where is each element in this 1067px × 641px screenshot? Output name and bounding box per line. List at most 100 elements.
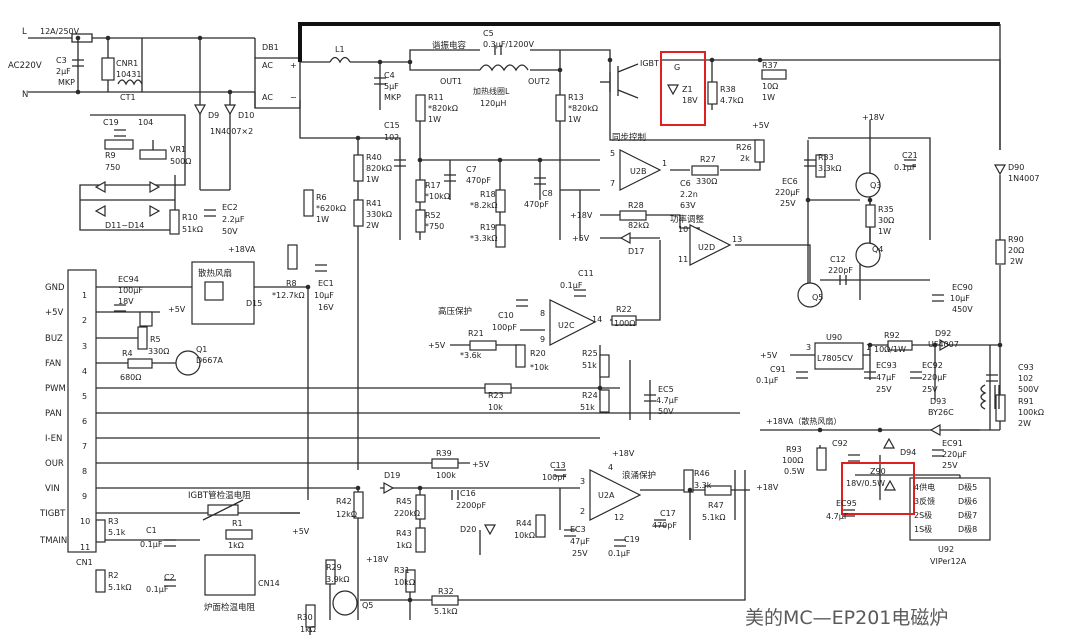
label-u2d-pin13: 13 xyxy=(732,235,742,244)
label-ec91: EC91 xyxy=(942,439,963,448)
label-r24-value: 51k xyxy=(580,403,595,412)
label-surge-18v: +18V xyxy=(612,449,635,458)
label-r92-value: 10Ω/1W xyxy=(874,345,906,354)
label-r41-power: 2W xyxy=(366,221,379,230)
label-r29-value: 3.9kΩ xyxy=(326,575,349,584)
label-psu-18va: +18VA（散热风扇） xyxy=(766,416,841,426)
label-r43: R43 xyxy=(396,529,412,538)
label-r31: R31 xyxy=(394,566,410,575)
label-r38: R38 xyxy=(720,85,736,94)
label-r25-value: 51k xyxy=(582,361,597,370)
fan-motor xyxy=(204,281,224,301)
label-ec1-value: 10μF xyxy=(314,291,334,300)
label-r93-value: 100Ω xyxy=(782,456,803,465)
label-ac220v: AC220V xyxy=(8,61,42,71)
label-l: L xyxy=(22,27,27,37)
label-vr1-value: 500Ω xyxy=(170,157,191,166)
label-r33-value: 3.3kΩ xyxy=(818,164,841,173)
pin-num-8: 8 xyxy=(82,467,87,476)
label-sync-control: 同步控制 xyxy=(612,132,646,143)
label-d10: D10 xyxy=(238,111,254,120)
label-driver-18v: +18V xyxy=(862,113,885,122)
components xyxy=(67,45,1007,628)
label-fan-18va: +18VA xyxy=(228,245,256,254)
label-u90: U90 xyxy=(826,333,842,342)
label-r93: R93 xyxy=(786,445,802,454)
label-r33: R33 xyxy=(818,153,834,162)
sync-labels: R11 *820kΩ 1W R13 *820kΩ 1W C15 102 R40 … xyxy=(366,93,770,243)
label-ec90-value: 10μF xyxy=(950,294,970,303)
label-surge-5v: +5V xyxy=(472,460,490,469)
label-r18: R18 xyxy=(480,190,496,199)
label-d93-value: BY26C xyxy=(928,408,954,417)
label-u92-pin7: D极7 xyxy=(958,510,977,520)
label-q5-driver: Q5 xyxy=(812,293,823,302)
label-fan-5v: +5V xyxy=(168,305,186,314)
label-r10-value: 51kΩ xyxy=(182,225,203,234)
label-c12-value: 220pF xyxy=(828,266,853,275)
label-fan: 散热风扇 xyxy=(198,268,232,279)
label-c15-value: 102 xyxy=(384,133,399,142)
label-ec2-value: 2.2μF xyxy=(222,215,245,224)
label-r28: R28 xyxy=(628,201,644,210)
mains-labels: L N AC220V 12A/250V C3 2μF MKP CNR1 1043… xyxy=(8,27,345,102)
label-c21-value: 0.1μF xyxy=(894,163,917,172)
label-r41: R41 xyxy=(366,199,382,208)
label-r43-value: 1kΩ xyxy=(396,541,412,550)
label-r35: R35 xyxy=(878,205,894,214)
label-r9: R9 xyxy=(105,151,116,160)
label-r24: R24 xyxy=(582,391,598,400)
label-r8: R8 xyxy=(286,279,297,288)
label-r3: R3 xyxy=(108,517,119,526)
label-r90: R90 xyxy=(1008,235,1024,244)
label-u2b-pin5: 5 xyxy=(610,149,615,158)
label-ec2-voltage: 50V xyxy=(222,227,238,236)
label-c10-value: 100pF xyxy=(492,323,517,332)
label-r35-power: 1W xyxy=(878,227,891,236)
label-sync-5v: +5V xyxy=(752,121,770,130)
label-c2: C2 xyxy=(164,573,175,582)
label-c4: C4 xyxy=(384,71,395,80)
label-q5: Q5 xyxy=(362,601,373,610)
label-r25: R25 xyxy=(582,349,598,358)
label-r1-value: 1kΩ xyxy=(228,541,244,550)
label-ec1-voltage: 16V xyxy=(318,303,334,312)
pin-label-tigbt: TIGBT xyxy=(39,509,66,519)
label-ec92-voltage: 25V xyxy=(922,385,938,394)
label-d90: D90 xyxy=(1008,163,1024,172)
label-r40: R40 xyxy=(366,153,382,162)
label-c13: C13 xyxy=(550,461,566,470)
pin-label-5v: +5V xyxy=(45,308,64,318)
label-u2c: U2C xyxy=(558,321,575,330)
label-pan-sensor: 炉面检温电阻 xyxy=(204,602,256,613)
label-z90: Z90 xyxy=(870,467,886,476)
pin-label-pwm: PWM xyxy=(45,384,66,394)
label-r28-value: 82kΩ xyxy=(628,221,649,230)
label-d94: D94 xyxy=(900,448,916,457)
pin-num-2: 2 xyxy=(82,316,87,325)
label-cn14: CN14 xyxy=(258,579,280,588)
label-ec2: EC2 xyxy=(222,203,238,212)
mid-labels: R6 *620kΩ 1W R8 *12.7kΩ EC1 10μF 16V R42… xyxy=(272,193,457,634)
label-ec90: EC90 xyxy=(952,283,973,292)
label-hv-5v: +5V xyxy=(428,341,446,350)
label-ec6-voltage: 25V xyxy=(780,199,796,208)
label-z1: Z1 xyxy=(682,85,693,94)
label-u92-value: VIPer12A xyxy=(930,557,967,566)
label-r17: R17 xyxy=(425,181,441,190)
label-r90-value: 20Ω xyxy=(1008,246,1024,255)
label-r92: R92 xyxy=(884,331,900,340)
label-ec95: EC95 xyxy=(836,499,857,508)
label-psu-18v: +18V xyxy=(756,483,779,492)
label-r6-power: 1W xyxy=(316,215,329,224)
label-r21: R21 xyxy=(468,329,484,338)
label-ec93-value: 47μF xyxy=(876,373,896,382)
label-r38-value: 4.7kΩ xyxy=(720,96,743,105)
label-d20: D20 xyxy=(460,525,476,534)
label-c6-value: 2.2n xyxy=(680,190,698,199)
psu-labels: D90 1N4007 R90 20Ω 2W EC90 10μF 450V U90… xyxy=(756,163,1044,566)
label-c17: C17 xyxy=(660,509,676,518)
label-ec6: EC6 xyxy=(782,177,798,186)
label-d9: D9 xyxy=(208,111,219,120)
label-sensor-5v: +5V xyxy=(292,527,310,536)
